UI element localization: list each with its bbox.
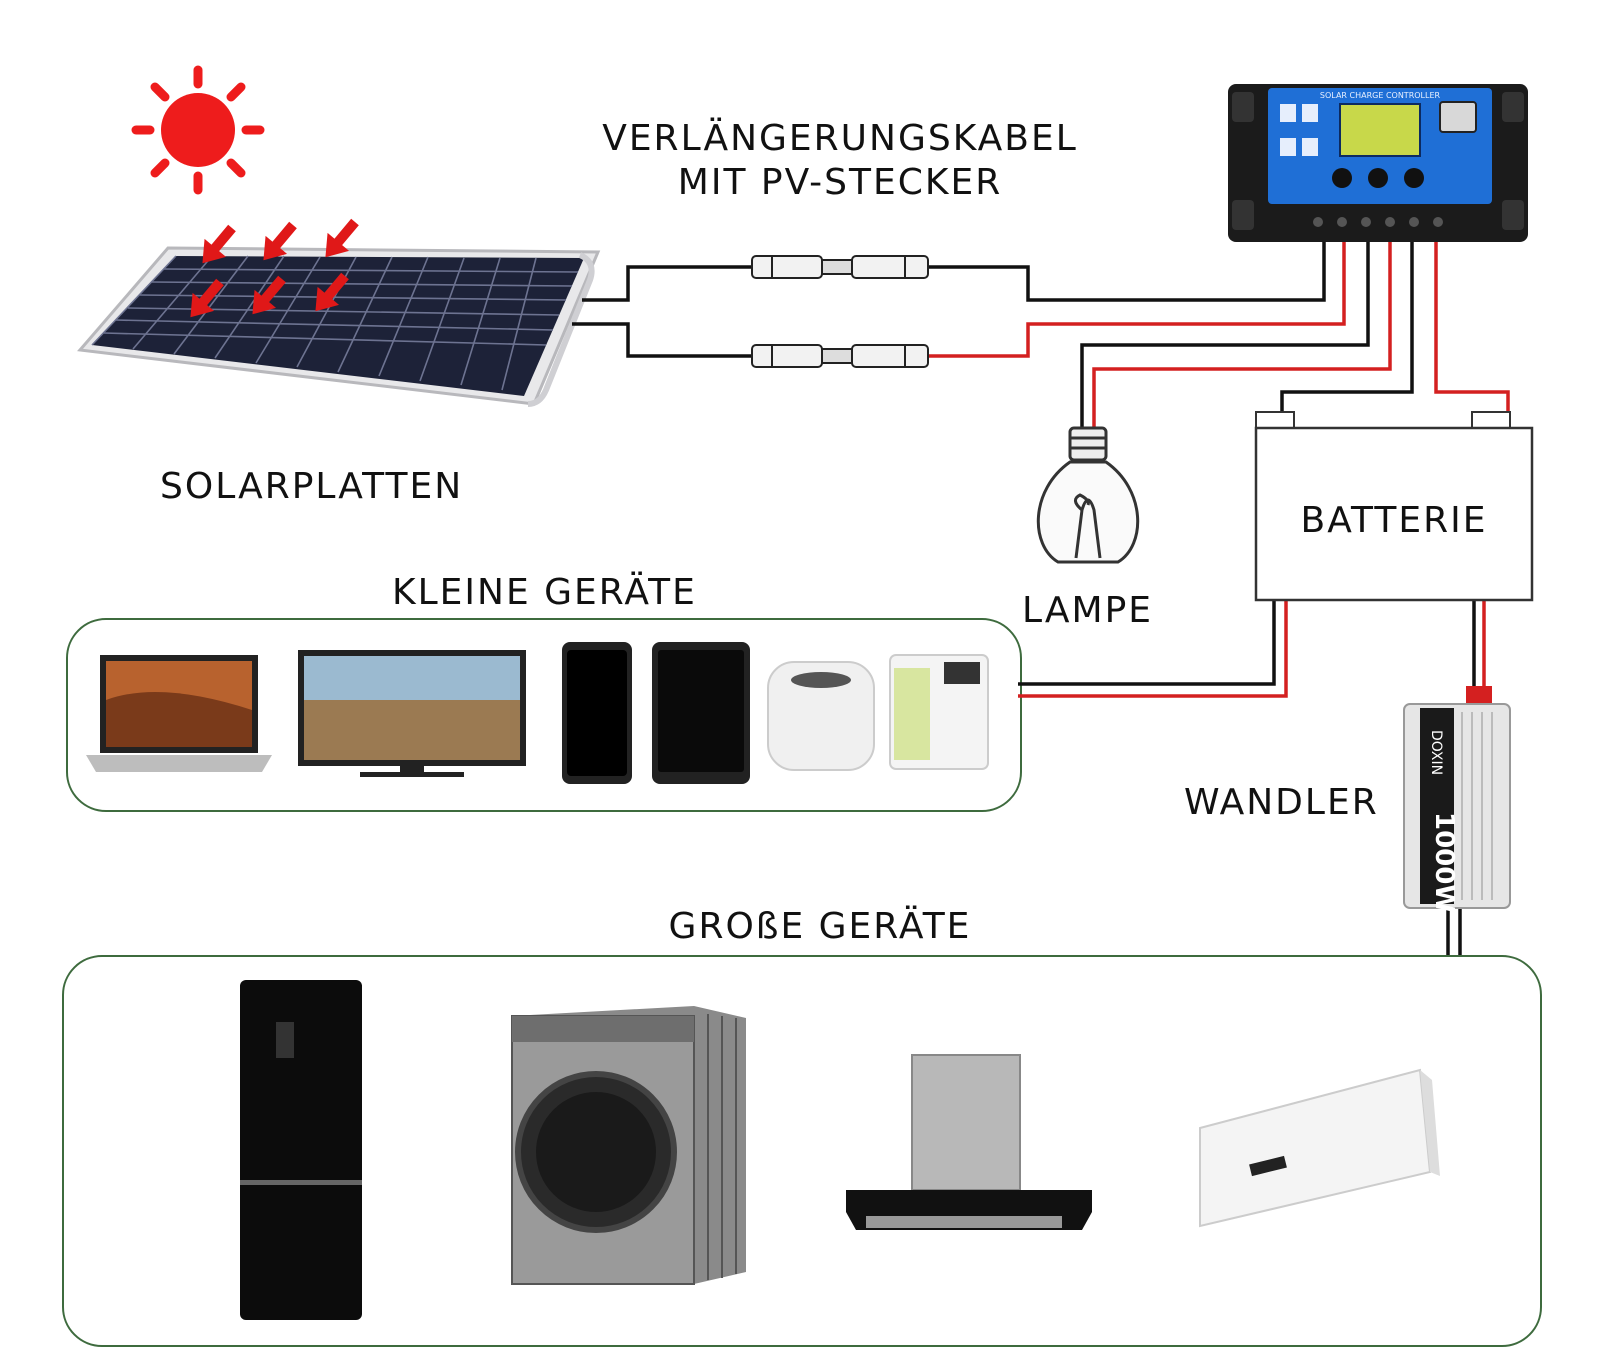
air-conditioner-icon: [1199, 1068, 1440, 1228]
large-devices-group: [62, 955, 1542, 1347]
pv-connector-top: [751, 255, 929, 279]
tablet-icon: [652, 642, 750, 784]
tv-icon: [298, 650, 526, 777]
cable-label-line1: VERLÄNGERUNGSKABEL: [602, 118, 1078, 159]
laptop-icon: [86, 655, 272, 772]
sunlight-arrows: [190, 218, 359, 318]
refrigerator-icon: [240, 980, 362, 1320]
wiring: [572, 240, 1510, 955]
light-bulb-icon: [1036, 426, 1140, 564]
inverter-icon: [1403, 686, 1511, 909]
lamp-label: LAMPE: [1022, 590, 1154, 631]
inverter-brand: DOXIN: [1428, 730, 1444, 775]
mini-fridge-icon: [889, 654, 989, 770]
small-devices-group: [66, 618, 1022, 812]
battery-icon: [1254, 411, 1534, 602]
speaker-icon: [767, 661, 875, 771]
charge-controller-icon: [1228, 84, 1528, 242]
washing-machine-icon: [511, 1006, 746, 1285]
small-devices-label: KLEINE GERÄTE: [392, 572, 697, 613]
solar-panels-label: SOLARPLATTEN: [160, 466, 464, 507]
battery-label: BATTERIE: [1300, 500, 1488, 541]
sun-icon: [131, 65, 265, 195]
solar-panel-icon: [77, 246, 601, 407]
range-hood-icon: [846, 1054, 1092, 1230]
pv-connector-bottom: [751, 344, 929, 368]
inverter-model: 1000W: [1429, 812, 1459, 913]
large-devices-label: GROßE GERÄTE: [668, 906, 972, 947]
smartphone-icon: [562, 642, 632, 784]
inverter-label: WANDLER: [1184, 782, 1379, 823]
controller-title: SOLAR CHARGE CONTROLLER: [1320, 91, 1441, 100]
cable-label-line2: MIT PV-STECKER: [677, 162, 1003, 203]
